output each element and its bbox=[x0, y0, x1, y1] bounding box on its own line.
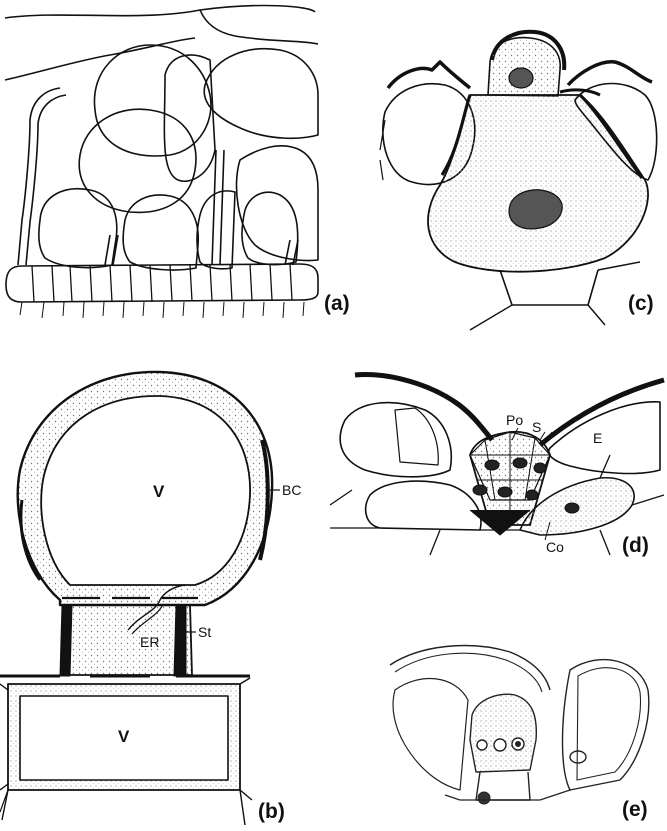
panel-a bbox=[5, 6, 318, 318]
collecting-cell-left bbox=[366, 481, 481, 530]
bladder-vacuole bbox=[41, 396, 250, 585]
panel-c-label: (c) bbox=[628, 292, 654, 315]
panel-e-label: (e) bbox=[622, 798, 648, 821]
gland-nucleus-2 bbox=[513, 458, 527, 468]
nucleus-c-top bbox=[509, 68, 533, 88]
label-po: Po bbox=[506, 412, 523, 428]
stalk-wall-left bbox=[60, 605, 72, 676]
cell-a-4 bbox=[164, 55, 215, 181]
label-e: E bbox=[593, 430, 602, 446]
panel-a-label: (a) bbox=[324, 292, 350, 315]
label-st: St bbox=[198, 624, 211, 640]
gland-nucleus-1 bbox=[485, 460, 499, 470]
cell-a-2 bbox=[204, 49, 318, 139]
cuticle-d bbox=[355, 375, 492, 440]
label-s: S bbox=[532, 419, 541, 435]
label-bc: BC bbox=[282, 482, 301, 498]
label-vacuole-top: V bbox=[153, 482, 165, 501]
epidermal-cell-e-right bbox=[563, 660, 649, 790]
panel-b bbox=[0, 372, 280, 825]
stalk-wall-right bbox=[174, 605, 186, 676]
cell-a-3 bbox=[79, 109, 196, 212]
panel-c bbox=[380, 32, 657, 330]
stalk-cell bbox=[62, 605, 192, 675]
label-co: Co bbox=[546, 539, 564, 555]
panel-b-label: (b) bbox=[258, 800, 285, 823]
gland-e bbox=[470, 694, 536, 772]
cell-a-7 bbox=[123, 195, 198, 270]
epidermal-cell-e-left bbox=[393, 679, 468, 790]
cell-a-6 bbox=[39, 189, 117, 268]
cell-a-8 bbox=[197, 191, 235, 269]
panel-d-label: (d) bbox=[622, 534, 649, 557]
panel-e bbox=[390, 646, 649, 804]
gland-nucleus-4 bbox=[473, 485, 487, 495]
cell-c-base bbox=[428, 95, 648, 272]
cell-a-1 bbox=[94, 45, 210, 156]
label-vacuole-bottom: V bbox=[118, 727, 130, 746]
label-er: ER bbox=[140, 634, 159, 650]
panel-d bbox=[330, 375, 664, 555]
gland-nucleus-6 bbox=[526, 490, 538, 500]
gland-nucleus-3 bbox=[534, 463, 546, 473]
gland-nucleus-5 bbox=[498, 487, 512, 497]
